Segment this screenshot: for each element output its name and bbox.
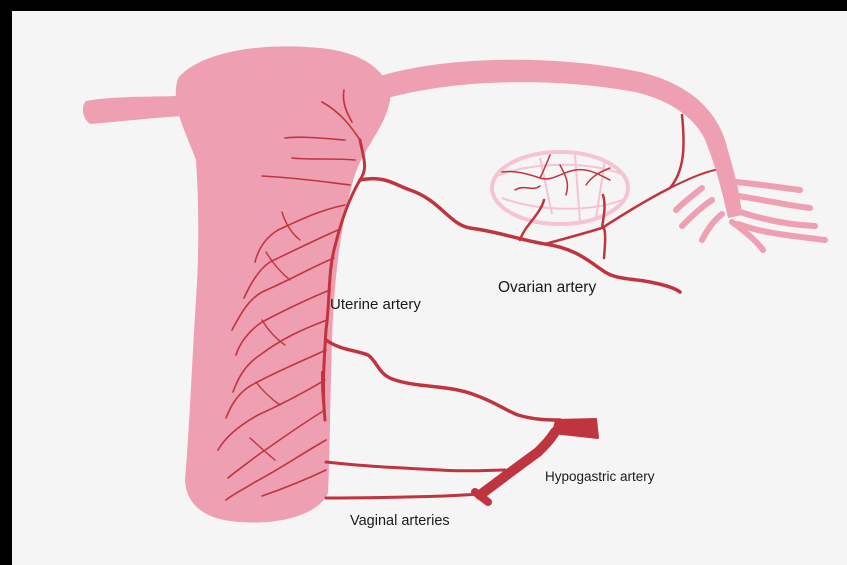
vaginal-artery: [326, 462, 505, 471]
ovary: [492, 152, 628, 224]
fimbria: [738, 196, 810, 208]
ovary-vessel: [515, 186, 540, 190]
hypogastric-artery: [480, 432, 555, 495]
uterus-artery-diagram: [12, 11, 847, 565]
fimbria: [735, 182, 800, 190]
right-fallopian-tube: [380, 60, 742, 218]
uterine-artery-label: Uterine artery: [330, 296, 421, 313]
uterus-body: [176, 46, 390, 522]
hypogastric-artery-stump: [553, 419, 598, 438]
ovary-vessel: [560, 165, 567, 195]
hypogastric-artery-label: Hypogastric artery: [545, 469, 655, 484]
uterus-tissue: [83, 46, 742, 522]
ovary-vessel: [502, 170, 610, 180]
vaginal-artery: [326, 494, 485, 498]
fimbria: [740, 212, 815, 226]
diagram-canvas: Uterine artery Ovarian artery Hypogastri…: [12, 11, 847, 565]
fimbria: [702, 214, 722, 240]
ovarian-artery: [360, 179, 680, 292]
ovarian-artery-label: Ovarian artery: [498, 279, 596, 297]
fimbria: [676, 188, 702, 210]
uterine-artery-origin: [326, 340, 560, 420]
vaginal-arteries-label: Vaginal arteries: [350, 513, 450, 529]
ovary-outline: [492, 152, 628, 224]
left-fallopian-tube: [83, 96, 182, 124]
ovarian-branch: [604, 228, 605, 258]
fimbriae: [676, 182, 825, 250]
